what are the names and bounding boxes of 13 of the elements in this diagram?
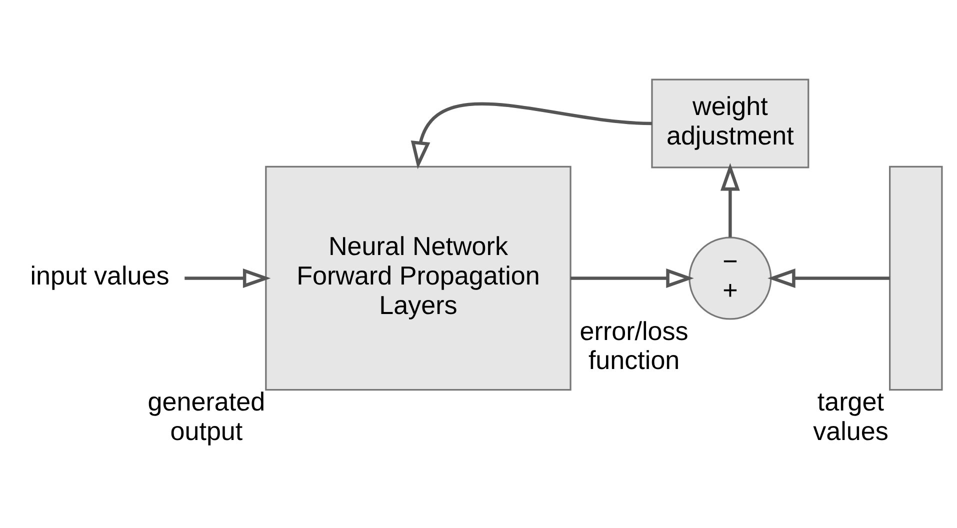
node-label: target values	[813, 386, 888, 446]
node-label: error/loss function	[580, 316, 688, 376]
node-label: generated output	[148, 386, 266, 446]
arrow	[570, 268, 694, 288]
node-text: input values	[30, 260, 170, 290]
arrow	[184, 268, 271, 288]
arrow	[768, 268, 890, 288]
arrow	[410, 102, 652, 170]
node-box: Neural Network Forward Propagation Layers	[265, 166, 572, 391]
node-circle: − +	[688, 236, 772, 320]
arrow	[720, 162, 740, 238]
node-bar	[889, 166, 943, 391]
node-box: weight adjustment	[651, 78, 810, 168]
